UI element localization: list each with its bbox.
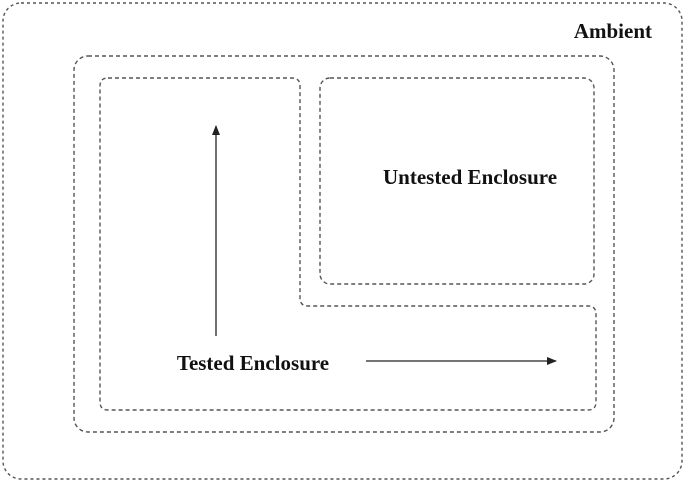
tested-enclosure-boundary xyxy=(99,77,597,411)
outer-enclosure-boundary xyxy=(73,55,615,433)
tested-enclosure-label: Tested Enclosure xyxy=(177,351,329,375)
untested-enclosure-label: Untested Enclosure xyxy=(383,165,557,189)
untested-enclosure-boundary xyxy=(319,77,595,285)
ambient-label: Ambient xyxy=(574,19,652,43)
